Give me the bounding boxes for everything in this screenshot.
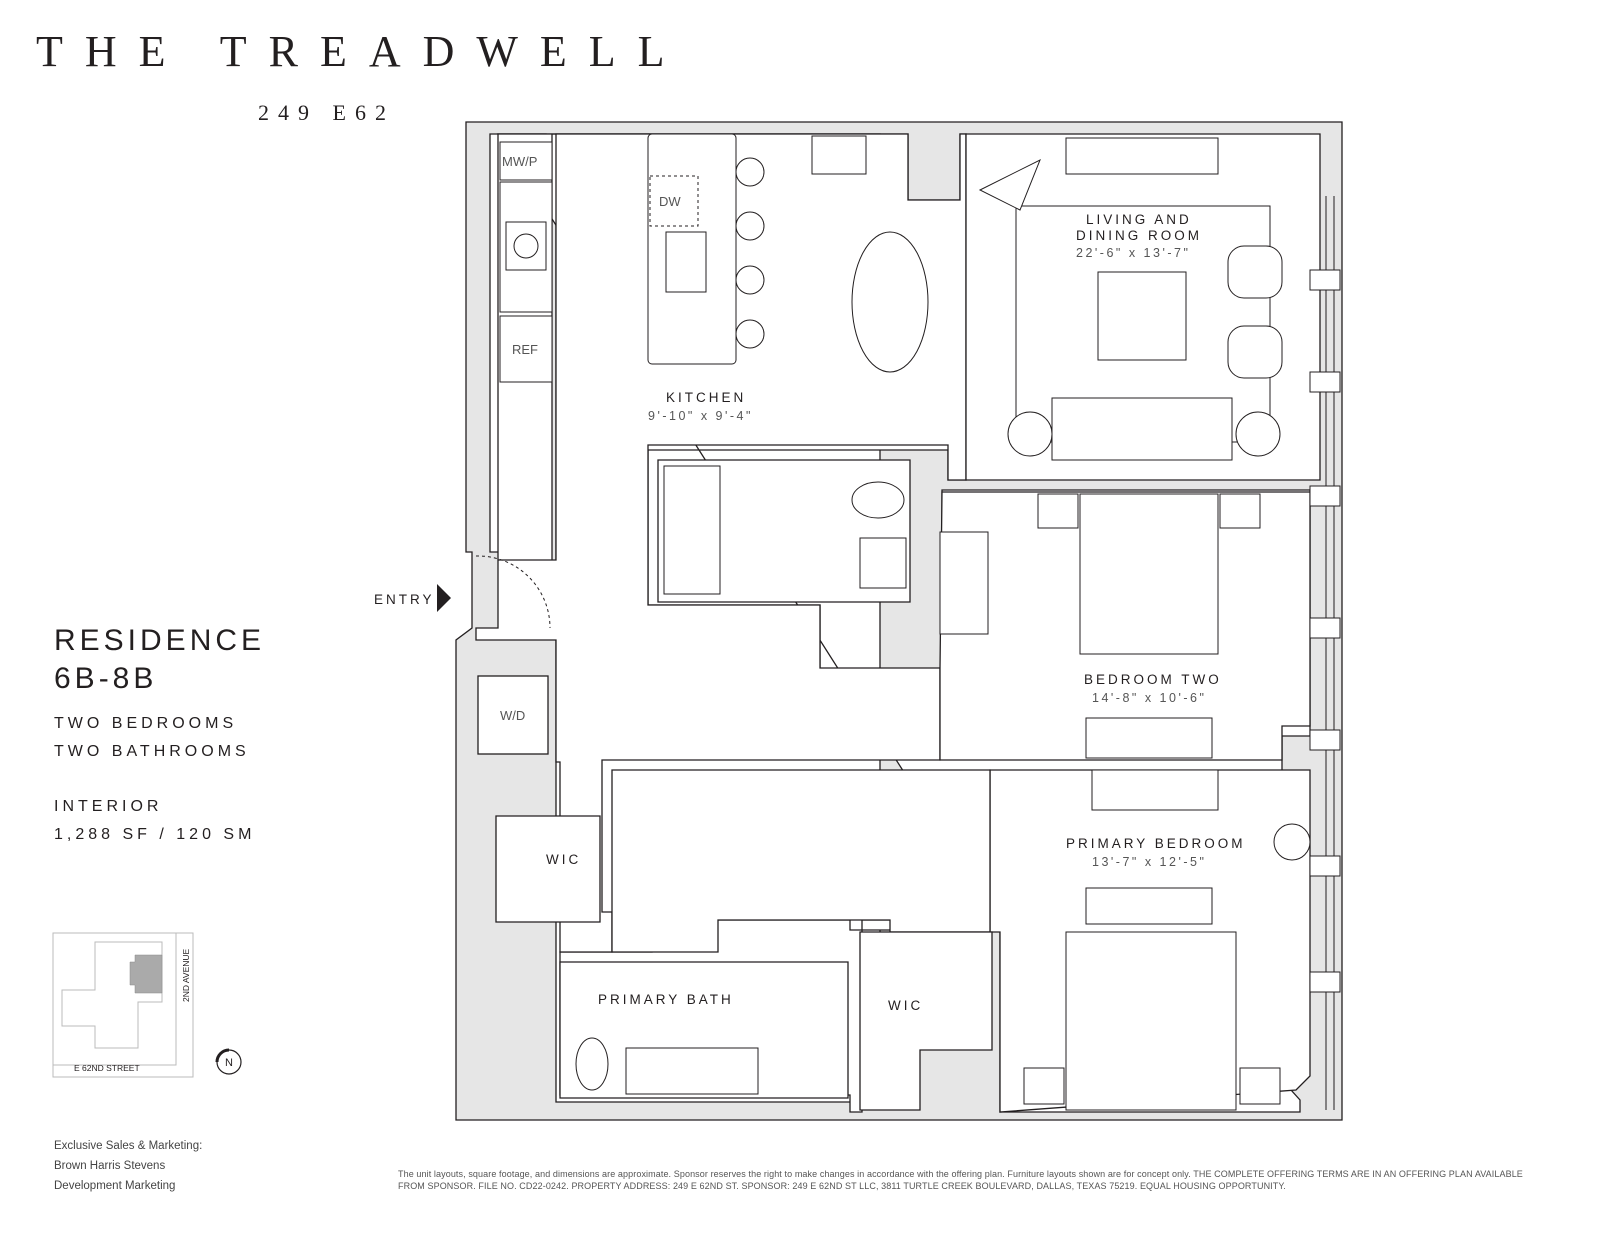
sales-credit: Exclusive Sales & Marketing: Brown Harri… xyxy=(54,1136,202,1196)
vanity xyxy=(859,537,907,589)
dresser-two xyxy=(1085,717,1213,759)
sales-credit-line2: Brown Harris Stevens xyxy=(54,1160,166,1172)
dishwasher-label: DW xyxy=(659,194,681,209)
living-furniture xyxy=(978,137,1283,461)
toilet-primary xyxy=(575,1037,609,1091)
primary-bedroom-dims: 13'-7" x 12'-5" xyxy=(1092,855,1206,869)
sofa xyxy=(1051,397,1233,461)
washer-dryer-label: W/D xyxy=(500,708,525,723)
bedroom-two-furniture xyxy=(939,493,1261,759)
residence-unit-numbers: 6B-8B xyxy=(54,662,158,695)
entry-arrow-icon xyxy=(437,584,451,612)
sales-credit-line1: Exclusive Sales & Marketing: xyxy=(54,1140,203,1152)
primary-bath-fixtures xyxy=(575,1037,759,1095)
building-name: THE TREADWELL xyxy=(36,27,687,76)
entry-door-swing xyxy=(475,555,551,629)
refrigerator-label: REF xyxy=(512,342,538,357)
north-arrow-icon: N xyxy=(215,1048,242,1075)
kitchen-sink xyxy=(665,231,707,293)
key-plan-avenue-label: 2ND AVENUE xyxy=(181,948,191,1002)
kitchen-fixtures xyxy=(499,133,929,383)
primary-bath-name: PRIMARY BATH xyxy=(598,992,734,1007)
key-plan-street-label: E 62ND STREET xyxy=(74,1063,140,1073)
bedroom-two-dims: 14'-8" x 10'-6" xyxy=(1092,691,1206,705)
legal-disclaimer: The unit layouts, square footage, and di… xyxy=(398,1169,1523,1191)
sales-credit-line3: Development Marketing xyxy=(54,1180,176,1192)
kitchen-dims: 9'-10" x 9'-4" xyxy=(648,409,753,423)
armchair xyxy=(1227,245,1283,299)
bathroom-count: TWO BATHROOMS xyxy=(54,743,250,760)
toilet xyxy=(851,481,905,519)
wic-right-name: WIC xyxy=(888,998,923,1013)
dining-table xyxy=(851,231,929,373)
microwave-label: MW/P xyxy=(502,154,537,169)
dresser-primary xyxy=(1091,769,1219,811)
svg-text:N: N xyxy=(225,1057,233,1069)
living-name-line1: LIVING AND xyxy=(1086,212,1192,227)
room-bath-two xyxy=(657,459,911,603)
building-address: 249 E62 xyxy=(258,100,395,125)
living-name-line2: DINING ROOM xyxy=(1076,228,1202,243)
dishwasher xyxy=(649,175,699,227)
wic-left-name: WIC xyxy=(546,852,581,867)
key-plan-unit-location xyxy=(129,954,163,994)
living-dims: 22'-6" x 13'-7" xyxy=(1076,246,1190,260)
residence-title-line1: RESIDENCE xyxy=(54,624,266,657)
microwave-pantry xyxy=(499,141,553,181)
refrigerator xyxy=(499,315,553,383)
kitchen-name: KITCHEN xyxy=(666,390,746,405)
room-hall xyxy=(611,769,991,953)
key-plan-border xyxy=(52,932,194,1078)
bathtub xyxy=(663,465,721,595)
interior-label: INTERIOR xyxy=(54,798,163,815)
appliance-cart xyxy=(811,135,867,175)
bedroom-count: TWO BEDROOMS xyxy=(54,715,238,732)
bench xyxy=(1085,887,1213,925)
room-wic-right xyxy=(859,931,993,1111)
double-vanity xyxy=(625,1047,759,1095)
residence-title: RESIDENCE 6B-8B xyxy=(54,622,265,698)
bed-primary xyxy=(1065,931,1237,1111)
interior-area: 1,288 SF / 120 SM xyxy=(54,826,256,843)
bath-two-fixtures xyxy=(663,465,907,595)
armchair xyxy=(1227,325,1283,379)
room-wic-left xyxy=(495,815,601,923)
entry-label: ENTRY xyxy=(374,592,435,607)
primary-bedroom-name: PRIMARY BEDROOM xyxy=(1066,836,1246,851)
window-wall xyxy=(1309,196,1341,1110)
desk xyxy=(939,531,989,635)
media-console xyxy=(1065,137,1219,175)
primary-bedroom-furniture xyxy=(1023,769,1311,1111)
bedroom-two-name: BEDROOM TWO xyxy=(1084,672,1222,687)
bed-two xyxy=(1079,493,1219,655)
lounge-chair xyxy=(978,158,1041,211)
coffee-table xyxy=(1097,271,1187,361)
room-laundry xyxy=(477,675,549,755)
key-plan: E 62ND STREET 2ND AVENUE N xyxy=(52,932,242,1078)
